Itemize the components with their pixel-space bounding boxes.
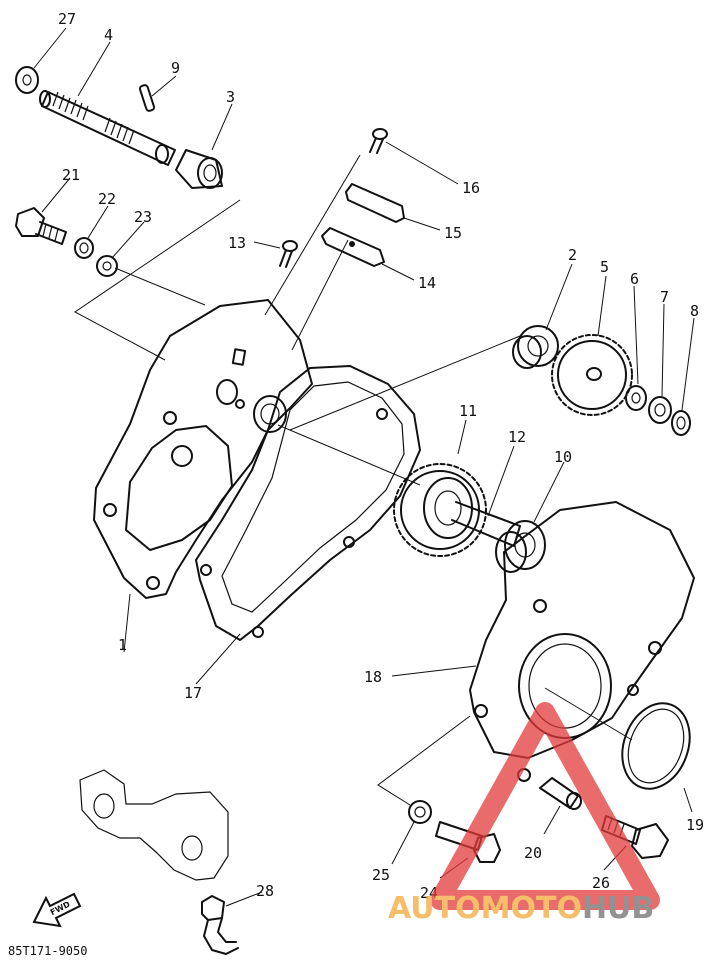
part-number-label: 4 (104, 26, 113, 44)
part-22-lock-washer (74, 237, 94, 259)
ghost-bracket (79, 769, 229, 881)
part-number-label: 11 (459, 402, 477, 420)
part-17-gasket (195, 365, 421, 641)
part-16-screw (369, 128, 388, 154)
fwd-arrow-icon: FWD (32, 892, 82, 928)
part-number-label: 10 (554, 448, 572, 466)
part-number-label: 6 (630, 270, 639, 288)
part-number-label: 25 (372, 866, 390, 884)
part-25-washer (408, 800, 432, 824)
part-number-label: 14 (418, 274, 436, 292)
part-12-shaft (451, 501, 521, 547)
part-4-shaft (39, 90, 176, 166)
part-number-label: 13 (228, 234, 246, 252)
part-number-label: 19 (686, 816, 704, 834)
part-number-label: 28 (256, 882, 274, 900)
part-8-circlip (671, 410, 691, 436)
label-leaders (33, 27, 695, 907)
part-21-bolt (15, 207, 67, 245)
part-14-gasket (321, 227, 385, 267)
part-19-o-ring (621, 702, 691, 790)
part-number-label: 22 (98, 190, 116, 208)
part-18-cover (469, 501, 695, 782)
part-number-label: 17 (184, 684, 202, 702)
part-28-fitting (201, 895, 239, 955)
part-labels: 1 2 3 4 5 6 7 8 9 10 11 12 13 14 15 16 1… (58, 10, 704, 902)
part-number-label: 9 (171, 59, 180, 77)
part-number-label: 7 (660, 288, 669, 306)
part-number-label: 12 (508, 428, 526, 446)
watermark-logo: AUTOMOTOHUB (388, 702, 660, 926)
part-27-washer (15, 66, 39, 94)
alignment-lines (74, 154, 633, 806)
part-9-pin (138, 84, 156, 112)
watermark-text-primary: AUTOMOTO (388, 891, 582, 926)
part-number-label: 2 (568, 246, 577, 264)
part-number-label: 8 (690, 302, 699, 320)
part-number-label: 1 (118, 636, 127, 654)
part-number-label: 27 (58, 10, 76, 28)
svg-text:AUTOMOTOHUB: AUTOMOTOHUB (388, 891, 654, 926)
part-23-washer (96, 255, 118, 277)
part-number-label: 18 (364, 668, 382, 686)
part-2-bearing (512, 325, 559, 369)
part-number-label: 26 (592, 874, 610, 892)
part-10-bearing (495, 520, 546, 573)
part-7-washer (648, 396, 672, 424)
part-number-label: 16 (462, 179, 480, 197)
part-number-label: 23 (134, 208, 152, 226)
watermark-text-secondary: HUB (582, 891, 654, 926)
part-13-screw (279, 240, 298, 268)
part-6-washer (625, 385, 647, 411)
part-number-label: 3 (226, 88, 235, 106)
watermark-triangle-icon (430, 702, 660, 910)
part-15-plate (345, 183, 405, 223)
part-number-label: 20 (524, 844, 542, 862)
part-20-dowel (539, 777, 582, 810)
part-3-bushing (175, 149, 223, 189)
part-number-label: 15 (444, 224, 462, 242)
part-number-label: 21 (62, 166, 80, 184)
part-1-housing (93, 299, 313, 599)
part-number-label: 5 (600, 258, 609, 276)
diagram-code: 85T171-9050 (8, 944, 87, 958)
part-5-gear (551, 334, 633, 416)
